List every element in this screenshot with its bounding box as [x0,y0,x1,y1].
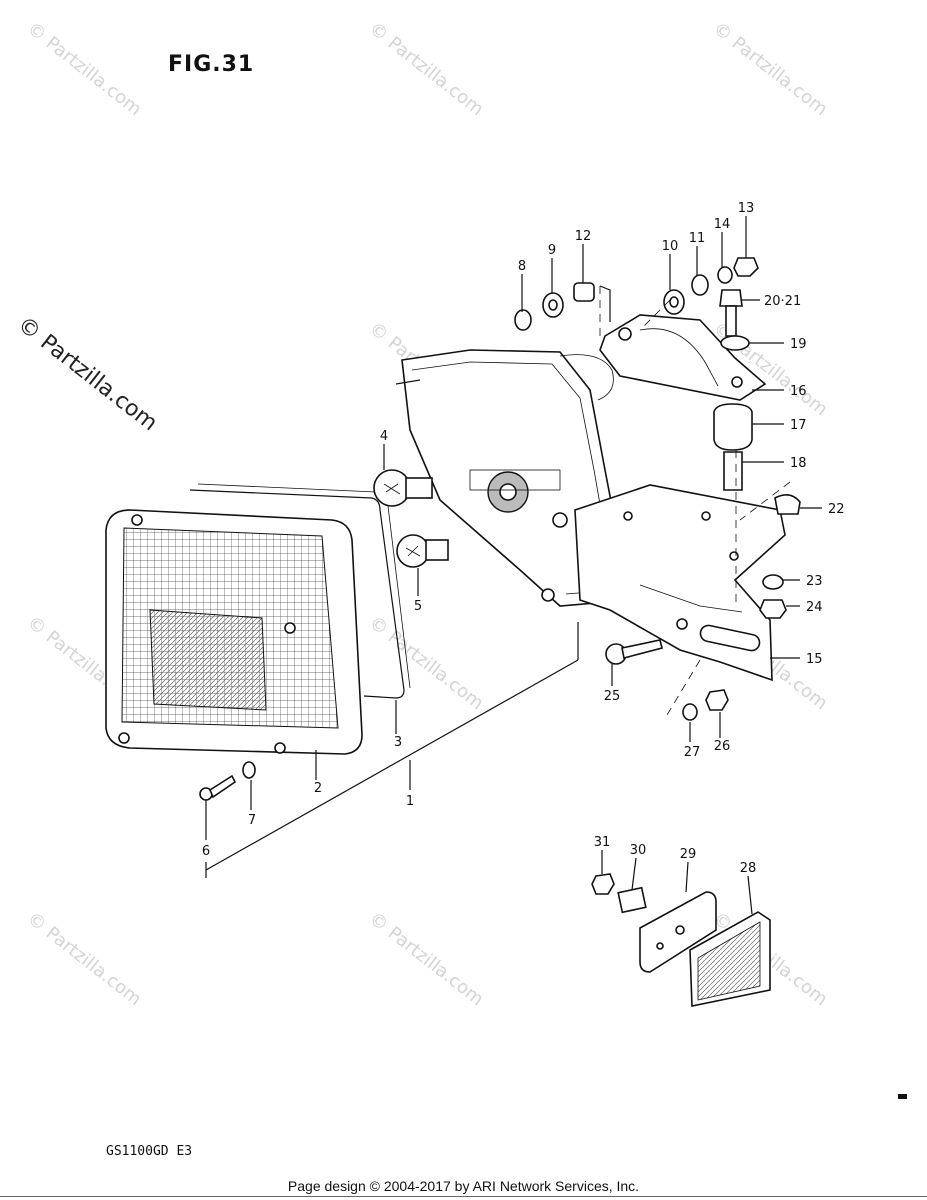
mount-bracket-16 [599,285,767,401]
bolt-20-21 [719,289,743,307]
callout-13: 13 [738,201,755,216]
callout-18: 18 [790,456,807,471]
callout-27: 27 [684,745,701,760]
callout-10: 10 [662,239,679,254]
callout-19: 19 [790,337,807,352]
nut-31 [591,873,615,895]
model-code: GS1100GD E3 [106,1144,193,1159]
callout-1: 1 [406,794,414,809]
footer-rule [0,1196,927,1197]
callout-16: 16 [790,384,807,399]
lock-washer-14 [717,266,733,284]
washer-7 [242,761,256,779]
cushion-17 [713,403,753,451]
nut-24 [759,599,787,619]
callout-7: 7 [248,813,256,828]
callout-30: 30 [630,843,647,858]
figure-title: FIG.31 [168,52,255,77]
callout-2: 2 [314,781,322,796]
screw-25 [605,639,663,665]
washer-8 [514,309,532,331]
nut-26 [705,689,729,711]
callout-25: 25 [604,689,621,704]
washer-19 [720,335,750,351]
nut-22 [774,494,801,515]
callout-20-21: 20·21 [764,294,801,309]
callout-4: 4 [380,429,388,444]
callout-12: 12 [575,229,592,244]
callout-8: 8 [518,259,526,274]
page-mark [898,1094,907,1099]
callout-29: 29 [680,847,697,862]
washer-11 [691,274,709,296]
callout-11: 11 [689,231,706,246]
tail-lamp-housing [395,349,631,607]
callout-9: 9 [548,243,556,258]
sleeve-18 [723,451,743,491]
reflector-28 [689,911,771,1007]
callout-24: 24 [806,600,823,615]
leader-lines [205,216,822,915]
bulb-4 [373,469,433,507]
callout-23: 23 [806,574,823,589]
callout-15: 15 [806,652,823,667]
washer-23 [762,574,784,590]
nut-13 [733,257,759,277]
collar-12 [573,282,595,302]
screw-6 [199,774,237,801]
callout-28: 28 [740,861,757,876]
reflector-base-29 [639,891,717,973]
callout-22: 22 [828,502,845,517]
bulb-5 [396,534,449,568]
callout-31: 31 [594,835,611,850]
footer-copyright: Page design © 2004-2017 by ARI Network S… [287,1178,640,1194]
callout-14: 14 [714,217,731,232]
callout-17: 17 [790,418,807,433]
callout-labels: 1 2 3 4 5 6 7 8 9 10 11 12 13 14 20·21 1… [202,201,845,876]
callout-5: 5 [414,599,422,614]
washer-27 [682,703,698,721]
callout-6: 6 [202,844,210,859]
callout-3: 3 [394,735,402,750]
callout-26: 26 [714,739,731,754]
clip-30 [617,886,647,914]
lens-gasket [189,489,405,699]
license-bracket-15 [574,484,786,682]
tail-lamp-lens [105,509,363,755]
